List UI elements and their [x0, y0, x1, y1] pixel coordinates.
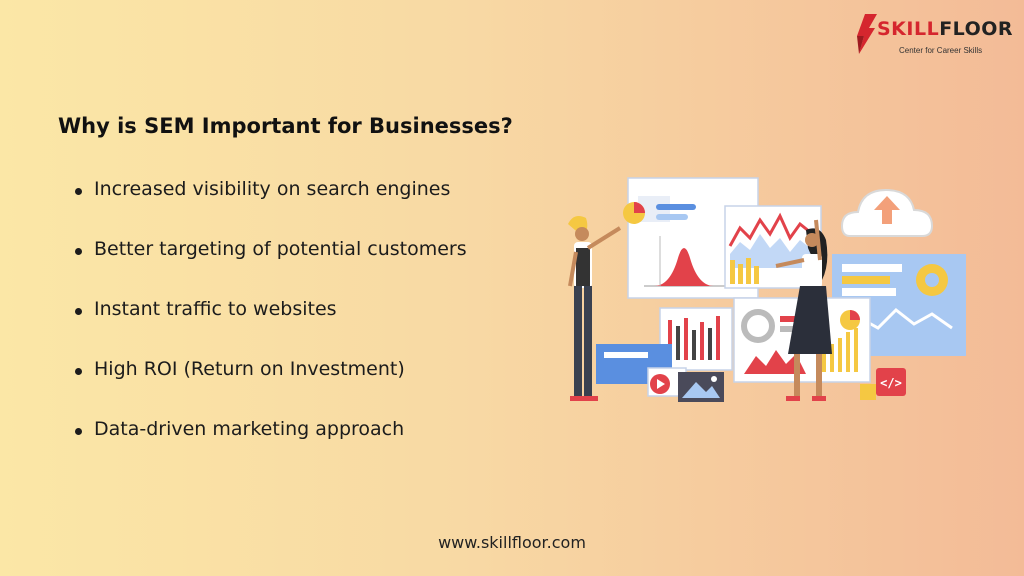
- bullet-item: High ROI (Return on Investment): [74, 358, 467, 418]
- man-figure: [568, 216, 622, 401]
- logo-mark-icon: [857, 14, 877, 54]
- code-icon: </>: [860, 368, 906, 400]
- bullet-dot: [75, 428, 82, 435]
- bullet-text: High ROI (Return on Investment): [94, 358, 405, 380]
- woman-figure: [775, 219, 832, 401]
- bullet-dot: [75, 248, 82, 255]
- skillfloor-logo[interactable]: SKILLFLOOR Center for Career Skills: [855, 14, 1015, 68]
- bullet-item: Increased visibility on search engines: [74, 178, 467, 238]
- bullet-item: Instant traffic to websites: [74, 298, 467, 358]
- bar-chart-panel: [659, 307, 733, 371]
- bullet-dot: [75, 308, 82, 315]
- bullet-text: Better targeting of potential customers: [94, 238, 467, 260]
- bullet-dot: [75, 368, 82, 375]
- bullet-text: Data-driven marketing approach: [94, 418, 405, 440]
- brand-name: SKILLFLOOR: [877, 18, 1014, 40]
- website-footer[interactable]: www.skillfloor.com: [438, 533, 586, 552]
- bullet-text: Increased visibility on search engines: [94, 178, 451, 200]
- bullet-text: Instant traffic to websites: [94, 298, 337, 320]
- bullet-item: Data-driven marketing approach: [74, 418, 467, 478]
- video-panel: [596, 344, 724, 402]
- bullet-list: Increased visibility on search engines B…: [74, 178, 467, 478]
- svg-text:</>: </>: [880, 376, 902, 390]
- brand-tagline: Center for Career Skills: [899, 46, 983, 55]
- cloud-upload-icon: [840, 188, 934, 237]
- bullet-dot: [75, 188, 82, 195]
- bullet-item: Better targeting of potential customers: [74, 238, 467, 298]
- analytics-illustration: </>: [568, 177, 966, 402]
- slide-title: Why is SEM Important for Businesses?: [58, 114, 513, 138]
